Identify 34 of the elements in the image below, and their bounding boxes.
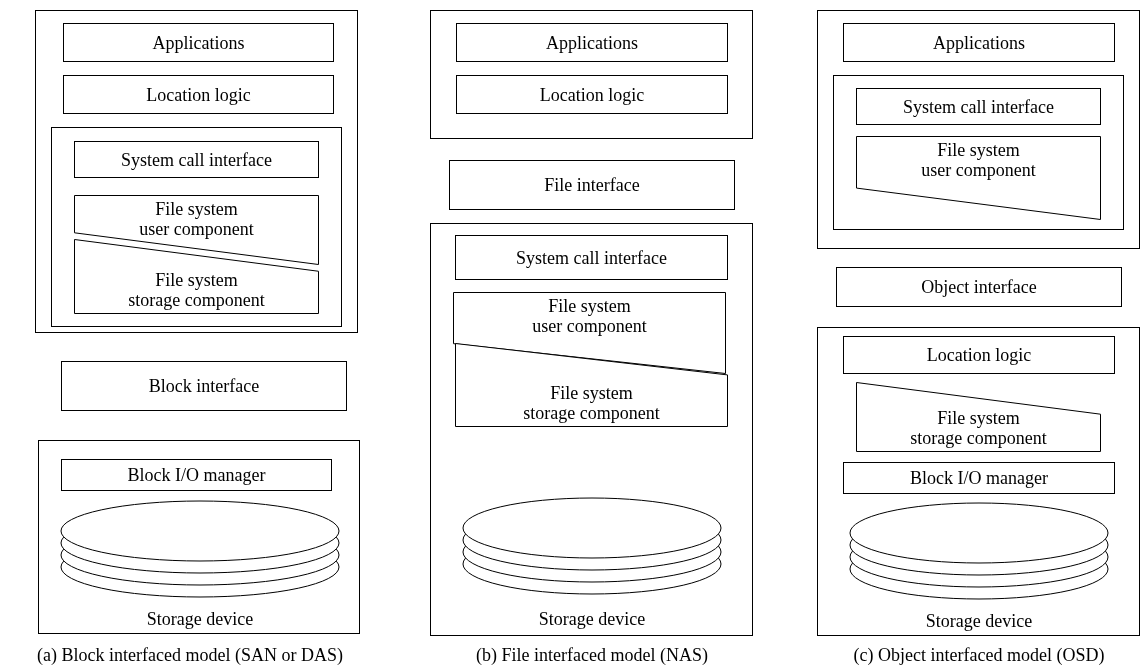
- component-block: Block I/O manager: [843, 462, 1115, 494]
- component-block: Applications: [63, 23, 334, 62]
- layer-panel: [430, 223, 753, 636]
- device-label: Storage device: [537, 608, 647, 630]
- figure-caption: (b) File interfaced model (NAS): [476, 645, 708, 665]
- component-block: File system user component: [74, 195, 319, 265]
- component-block: Location logic: [456, 75, 728, 114]
- component-block: File system user component: [453, 292, 726, 374]
- layer-panel: [38, 440, 360, 634]
- layer-panel: [430, 10, 753, 139]
- sublayer-panel: [833, 75, 1124, 230]
- component-block: Location logic: [843, 336, 1115, 374]
- component-block: Block interface: [61, 361, 347, 411]
- layer-panel: [35, 10, 358, 333]
- component-block: File system storage component: [455, 343, 728, 427]
- figure-caption: (a) Block interfaced model (SAN or DAS): [37, 645, 343, 665]
- component-block: Block I/O manager: [61, 459, 332, 491]
- component-block: System call interface: [74, 141, 319, 178]
- component-block: File system storage component: [74, 239, 319, 314]
- component-block: System call interface: [856, 88, 1101, 125]
- component-block: File system user component: [856, 136, 1101, 220]
- component-block: Applications: [456, 23, 728, 62]
- component-block: System call interface: [455, 235, 728, 280]
- sublayer-panel: [51, 127, 342, 327]
- layer-panel: [817, 327, 1140, 636]
- component-block: Applications: [843, 23, 1115, 62]
- component-block: Object interface: [836, 267, 1122, 307]
- component-block: Location logic: [63, 75, 334, 114]
- component-block: File interface: [449, 160, 735, 210]
- component-block: File system storage component: [856, 382, 1101, 452]
- layer-panel: [817, 10, 1140, 249]
- device-label: Storage device: [924, 610, 1034, 632]
- device-label: Storage device: [145, 608, 255, 630]
- figure-caption: (c) Object interfaced model (OSD): [853, 645, 1105, 665]
